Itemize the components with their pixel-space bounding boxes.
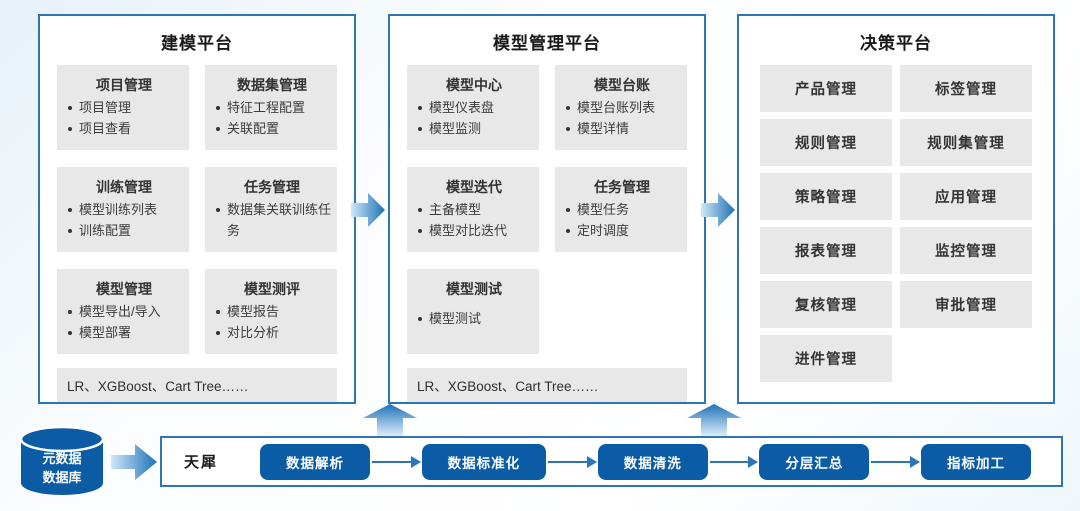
card-title: 训练管理 [96, 179, 152, 195]
tile-approval-management: 审批管理 [900, 281, 1032, 328]
database-icon [19, 426, 105, 495]
tile-monitor-management: 监控管理 [900, 227, 1032, 274]
card-task-management: 任务管理 数据集关联训练任务 [205, 167, 337, 252]
card-bullet: 模型训练列表 [65, 200, 183, 221]
card-model-testing: 模型测试 模型测试 [407, 269, 539, 354]
card-bullet: 模型部署 [65, 323, 183, 344]
card-bullet: 模型详情 [563, 119, 681, 140]
data-pipeline: 天犀 数据解析 数据标准化 数据清洗 分层汇总 指标加工 [160, 436, 1063, 487]
modeling-cards: 项目管理 项目管理 项目查看 数据集管理 特征工程配置 关联配置 训练管理 模型… [40, 65, 354, 354]
card-model-iteration: 模型迭代 主备模型 模型对比迭代 [407, 167, 539, 252]
flow-arrow-icon [548, 455, 597, 468]
step-data-cleaning: 数据清洗 [597, 443, 708, 480]
card-bullet: 模型对比迭代 [415, 221, 533, 242]
flow-arrow-icon [372, 455, 421, 468]
card-dataset-management: 数据集管理 特征工程配置 关联配置 [205, 65, 337, 150]
tile-rule-management: 规则管理 [760, 119, 892, 166]
arrow-right-icon [701, 193, 735, 227]
card-bullet: 对比分析 [213, 323, 331, 344]
card-title: 模型台账 [594, 77, 650, 93]
card-bullet: 模型测试 [415, 309, 533, 330]
metadata-database: 元数据 数据库 [17, 426, 107, 498]
pipeline-engine-label: 天犀 [184, 454, 219, 471]
card-title: 项目管理 [96, 77, 152, 93]
panel-model-management-platform: 模型管理平台 模型中心 模型仪表盘 模型监测 模型台账 模型台账列表 模型详情 … [388, 14, 706, 404]
tile-strategy-management: 策略管理 [760, 173, 892, 220]
card-task-management: 任务管理 模型任务 定时调度 [555, 167, 687, 252]
card-model-center: 模型中心 模型仪表盘 模型监测 [407, 65, 539, 150]
flow-arrow-icon [709, 455, 759, 468]
tile-app-management: 应用管理 [900, 173, 1032, 220]
model-management-cards: 模型中心 模型仪表盘 模型监测 模型台账 模型台账列表 模型详情 模型迭代 主备… [390, 65, 704, 354]
card-bullet: 模型仪表盘 [415, 98, 533, 119]
card-bullet: 模型任务 [563, 200, 681, 221]
step-layered-aggregation: 分层汇总 [759, 443, 870, 480]
panel-title: 决策平台 [860, 34, 932, 53]
card-title: 模型迭代 [446, 179, 502, 195]
tile-report-management: 报表管理 [760, 227, 892, 274]
decision-tiles: 产品管理 标签管理 规则管理 规则集管理 策略管理 应用管理 报表管理 监控管理… [739, 65, 1053, 382]
card-bullet: 训练配置 [65, 221, 183, 242]
algorithms-footer: LR、XGBoost、Cart Tree…… [57, 368, 337, 402]
step-data-parsing: 数据解析 [260, 443, 371, 480]
arrow-right-icon [111, 444, 157, 480]
card-bullet: 项目查看 [65, 119, 183, 140]
panel-title: 模型管理平台 [493, 34, 601, 53]
tile-tag-management: 标签管理 [900, 65, 1032, 112]
tile-ruleset-management: 规则集管理 [900, 119, 1032, 166]
step-data-standardization: 数据标准化 [421, 443, 547, 480]
card-bullet: 特征工程配置 [213, 98, 331, 119]
card-bullet: 模型台账列表 [563, 98, 681, 119]
card-title: 任务管理 [244, 179, 300, 195]
card-model-evaluation: 模型测评 模型报告 对比分析 [205, 269, 337, 354]
arrow-right-icon [351, 193, 385, 227]
database-label: 元数据 数据库 [17, 450, 107, 488]
card-title: 模型测试 [446, 281, 502, 297]
card-title: 模型管理 [96, 281, 152, 297]
tile-intake-management: 进件管理 [760, 335, 892, 382]
card-bullet: 关联配置 [213, 119, 331, 140]
card-bullet: 主备模型 [415, 200, 533, 221]
card-model-ledger: 模型台账 模型台账列表 模型详情 [555, 65, 687, 150]
card-training-management: 训练管理 模型训练列表 训练配置 [57, 167, 189, 252]
card-bullet: 定时调度 [563, 221, 681, 242]
tile-product-management: 产品管理 [760, 65, 892, 112]
flow-arrow-icon [871, 455, 920, 468]
card-bullet: 模型报告 [213, 302, 331, 323]
arrow-up-icon [687, 404, 741, 436]
card-bullet: 项目管理 [65, 98, 183, 119]
panel-modeling-platform: 建模平台 项目管理 项目管理 项目查看 数据集管理 特征工程配置 关联配置 训练… [38, 14, 356, 404]
panel-title: 建模平台 [161, 34, 233, 53]
card-title: 任务管理 [594, 179, 650, 195]
card-title: 模型中心 [446, 77, 502, 93]
algorithms-footer: LR、XGBoost、Cart Tree…… [407, 368, 687, 402]
card-bullet: 模型监测 [415, 119, 533, 140]
tile-review-management: 复核管理 [760, 281, 892, 328]
card-bullet: 模型导出/导入 [65, 302, 183, 323]
arrow-up-icon [363, 404, 417, 436]
card-model-management: 模型管理 模型导出/导入 模型部署 [57, 269, 189, 354]
step-metric-processing: 指标加工 [921, 443, 1032, 480]
database-label-line2: 数据库 [42, 469, 82, 485]
panel-decision-platform: 决策平台 产品管理 标签管理 规则管理 规则集管理 策略管理 应用管理 报表管理… [737, 14, 1055, 404]
card-title: 模型测评 [244, 281, 300, 297]
card-title: 数据集管理 [237, 77, 307, 93]
card-bullet: 数据集关联训练任务 [213, 200, 331, 242]
database-label-line1: 元数据 [42, 451, 82, 466]
card-project-management: 项目管理 项目管理 项目查看 [57, 65, 189, 150]
